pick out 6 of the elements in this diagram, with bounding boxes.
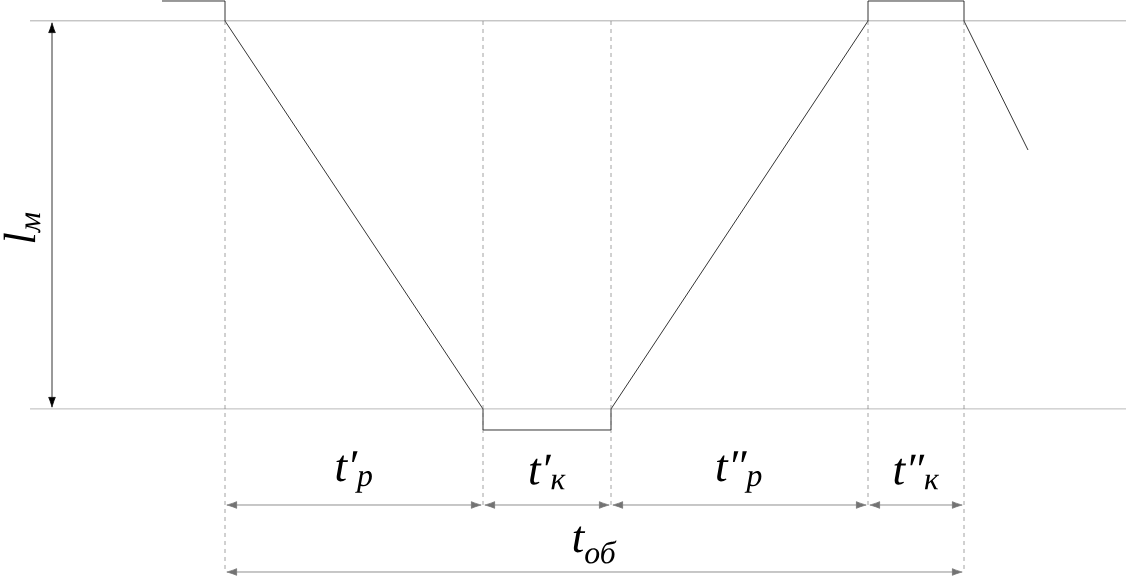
dimension-label: t$_{об}$ — [573, 526, 617, 564]
dimension-label: t″$_{р}$ — [717, 451, 762, 493]
dimension-label: l$_{м}$ — [3, 212, 41, 243]
dimension-label: t′$_{р}$ — [336, 451, 372, 493]
dimension-label: t′$_{к}$ — [530, 454, 566, 490]
dimension-label: t″$_{к}$ — [894, 454, 940, 490]
